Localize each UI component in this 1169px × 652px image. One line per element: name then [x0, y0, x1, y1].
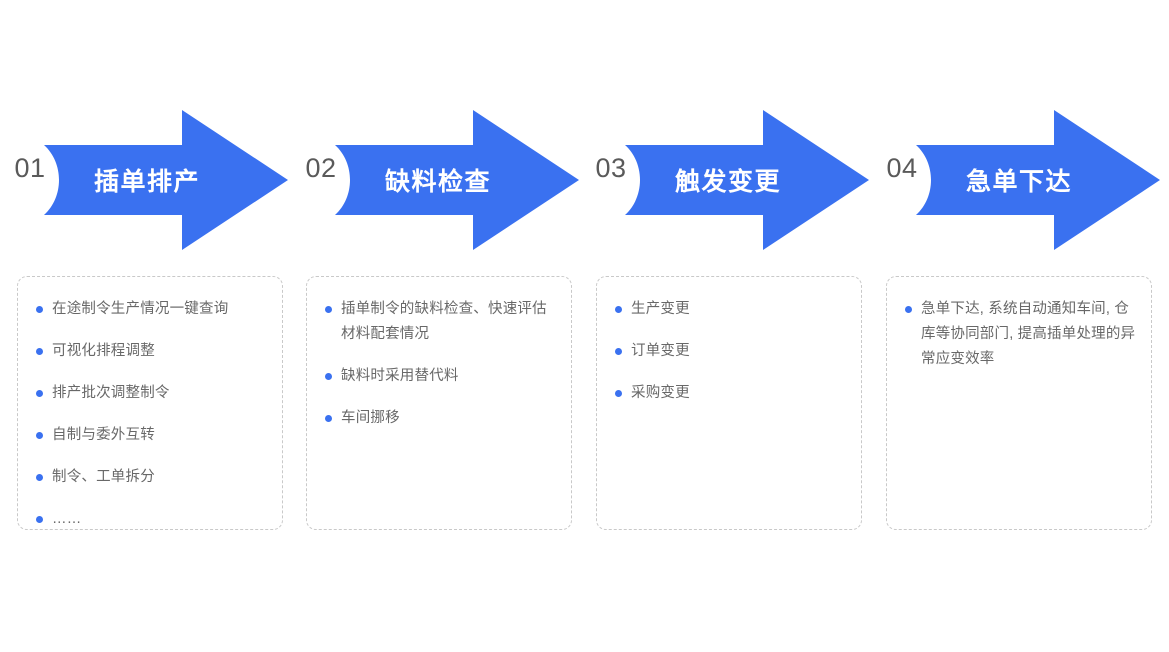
list-item: 在途制令生产情况一键查询: [32, 297, 268, 322]
bullet-dot-icon: [615, 390, 622, 397]
detail-boxes-row: 在途制令生产情况一键查询 可视化排程调整 排产批次调整制令 自制与委外互转 制令…: [0, 276, 1169, 534]
list-item-text: 排产批次调整制令: [52, 385, 170, 401]
detail-box-step-1: 在途制令生产情况一键查询 可视化排程调整 排产批次调整制令 自制与委外互转 制令…: [17, 276, 283, 530]
list-item: 插单制令的缺料检查、快速评估材料配套情况: [321, 297, 557, 347]
detail-list-step-2: 插单制令的缺料检查、快速评估材料配套情况 缺料时采用替代料 车间挪移: [321, 297, 557, 431]
detail-list-step-1: 在途制令生产情况一键查询 可视化排程调整 排产批次调整制令 自制与委外互转 制令…: [32, 297, 268, 532]
list-item-text: 缺料时采用替代料: [341, 368, 459, 384]
step-3-arrow-shape: [623, 100, 871, 260]
bullet-dot-icon: [36, 432, 43, 439]
list-item-text: 可视化排程调整: [52, 343, 155, 359]
detail-list-step-3: 生产变更 订单变更 采购变更: [611, 297, 847, 406]
list-item: 制令、工单拆分: [32, 465, 268, 490]
step-3[interactable]: 03 触发变更: [581, 100, 871, 260]
list-item: 可视化排程调整: [32, 339, 268, 364]
list-item: 急单下达, 系统自动通知车间, 仓库等协同部门, 提高插单处理的异常应变效率: [901, 297, 1137, 372]
bullet-dot-icon: [325, 306, 332, 313]
detail-box-step-3: 生产变更 订单变更 采购变更: [596, 276, 862, 530]
bullet-dot-icon: [325, 373, 332, 380]
list-item: ……: [32, 507, 268, 532]
step-arrows-row: 01 插单排产 02 缺料检查 03: [0, 100, 1169, 260]
bullet-dot-icon: [36, 390, 43, 397]
bullet-dot-icon: [36, 306, 43, 313]
list-item-text: 订单变更: [631, 343, 690, 359]
step-4[interactable]: 04 急单下达: [872, 100, 1162, 260]
list-item: 缺料时采用替代料: [321, 364, 557, 389]
bullet-dot-icon: [615, 348, 622, 355]
list-item-text: 在途制令生产情况一键查询: [52, 301, 229, 317]
list-item-text: 自制与委外互转: [52, 427, 155, 443]
bullet-dot-icon: [325, 415, 332, 422]
list-item-text: 车间挪移: [341, 410, 400, 426]
step-4-arrow-shape: [914, 100, 1162, 260]
list-item: 生产变更: [611, 297, 847, 322]
step-1-number: 01: [14, 153, 46, 183]
bullet-dot-icon: [36, 474, 43, 481]
list-item-text: ……: [52, 511, 82, 527]
step-2[interactable]: 02 缺料检查: [291, 100, 581, 260]
list-item-text: 采购变更: [631, 385, 690, 401]
list-item-text: 生产变更: [631, 301, 690, 317]
bullet-dot-icon: [36, 516, 43, 523]
detail-box-step-2: 插单制令的缺料检查、快速评估材料配套情况 缺料时采用替代料 车间挪移: [306, 276, 572, 530]
step-3-number: 03: [595, 153, 627, 183]
list-item-text: 插单制令的缺料检查、快速评估材料配套情况: [341, 301, 547, 342]
bullet-dot-icon: [905, 306, 912, 313]
list-item: 排产批次调整制令: [32, 381, 268, 406]
step-1-arrow-shape: [42, 100, 290, 260]
step-2-number: 02: [305, 153, 337, 183]
list-item-text: 制令、工单拆分: [52, 469, 155, 485]
detail-list-step-4: 急单下达, 系统自动通知车间, 仓库等协同部门, 提高插单处理的异常应变效率: [901, 297, 1137, 372]
step-4-number: 04: [886, 153, 918, 183]
step-2-arrow-shape: [333, 100, 581, 260]
list-item: 车间挪移: [321, 406, 557, 431]
bullet-dot-icon: [615, 306, 622, 313]
detail-box-step-4: 急单下达, 系统自动通知车间, 仓库等协同部门, 提高插单处理的异常应变效率: [886, 276, 1152, 530]
list-item: 采购变更: [611, 381, 847, 406]
step-1[interactable]: 01 插单排产: [0, 100, 290, 260]
bullet-dot-icon: [36, 348, 43, 355]
list-item-text: 急单下达, 系统自动通知车间, 仓库等协同部门, 提高插单处理的异常应变效率: [921, 301, 1136, 367]
list-item: 自制与委外互转: [32, 423, 268, 448]
list-item: 订单变更: [611, 339, 847, 364]
